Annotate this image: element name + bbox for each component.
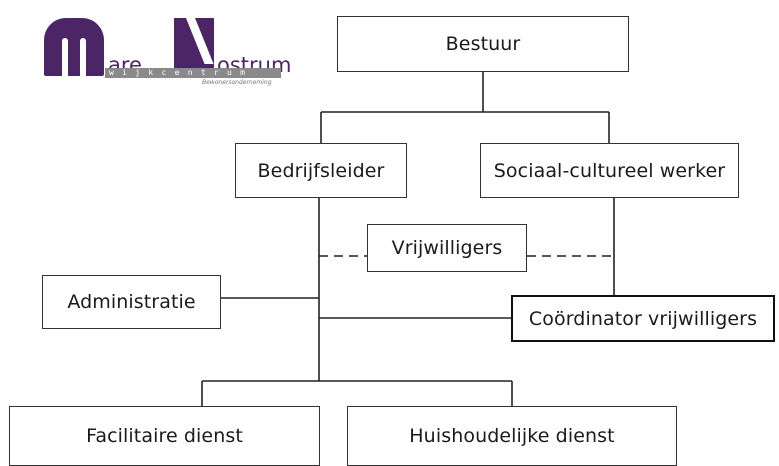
logo-band-wijkcentrum: wijkcentrum <box>105 68 281 78</box>
logo-letter-m <box>44 18 104 76</box>
node-administratie-label: Administratie <box>67 291 196 313</box>
node-facilitaire-dienst-label: Facilitaire dienst <box>86 425 243 447</box>
node-coordinator-vrijwilligers: Coördinator vrijwilligers <box>511 295 775 342</box>
node-coordinator-vrijwilligers-label: Coördinator vrijwilligers <box>528 307 758 330</box>
node-sociaal-cultureel-werker-label: Sociaal-cultureel werker <box>493 159 726 182</box>
node-bedrijfsleider-label: Bedrijfsleider <box>257 159 385 182</box>
logo-subtitle: Bewonersonderneming <box>202 79 272 86</box>
logo: are ostrum wijkcentrum Bewonersondernemi… <box>44 18 291 98</box>
node-bedrijfsleider: Bedrijfsleider <box>235 143 407 198</box>
node-huishoudelijke-dienst-label: Huishoudelijke dienst <box>409 425 615 447</box>
logo-letter-n <box>174 18 214 76</box>
node-bestuur: Bestuur <box>337 16 629 72</box>
node-vrijwilligers: Vrijwilligers <box>367 224 527 272</box>
node-facilitaire-dienst: Facilitaire dienst <box>9 406 320 466</box>
node-bestuur-label: Bestuur <box>445 33 521 55</box>
node-sociaal-cultureel-werker: Sociaal-cultureel werker <box>480 143 739 198</box>
node-administratie: Administratie <box>42 275 221 329</box>
node-vrijwilligers-label: Vrijwilligers <box>391 237 503 259</box>
node-huishoudelijke-dienst: Huishoudelijke dienst <box>347 406 677 466</box>
